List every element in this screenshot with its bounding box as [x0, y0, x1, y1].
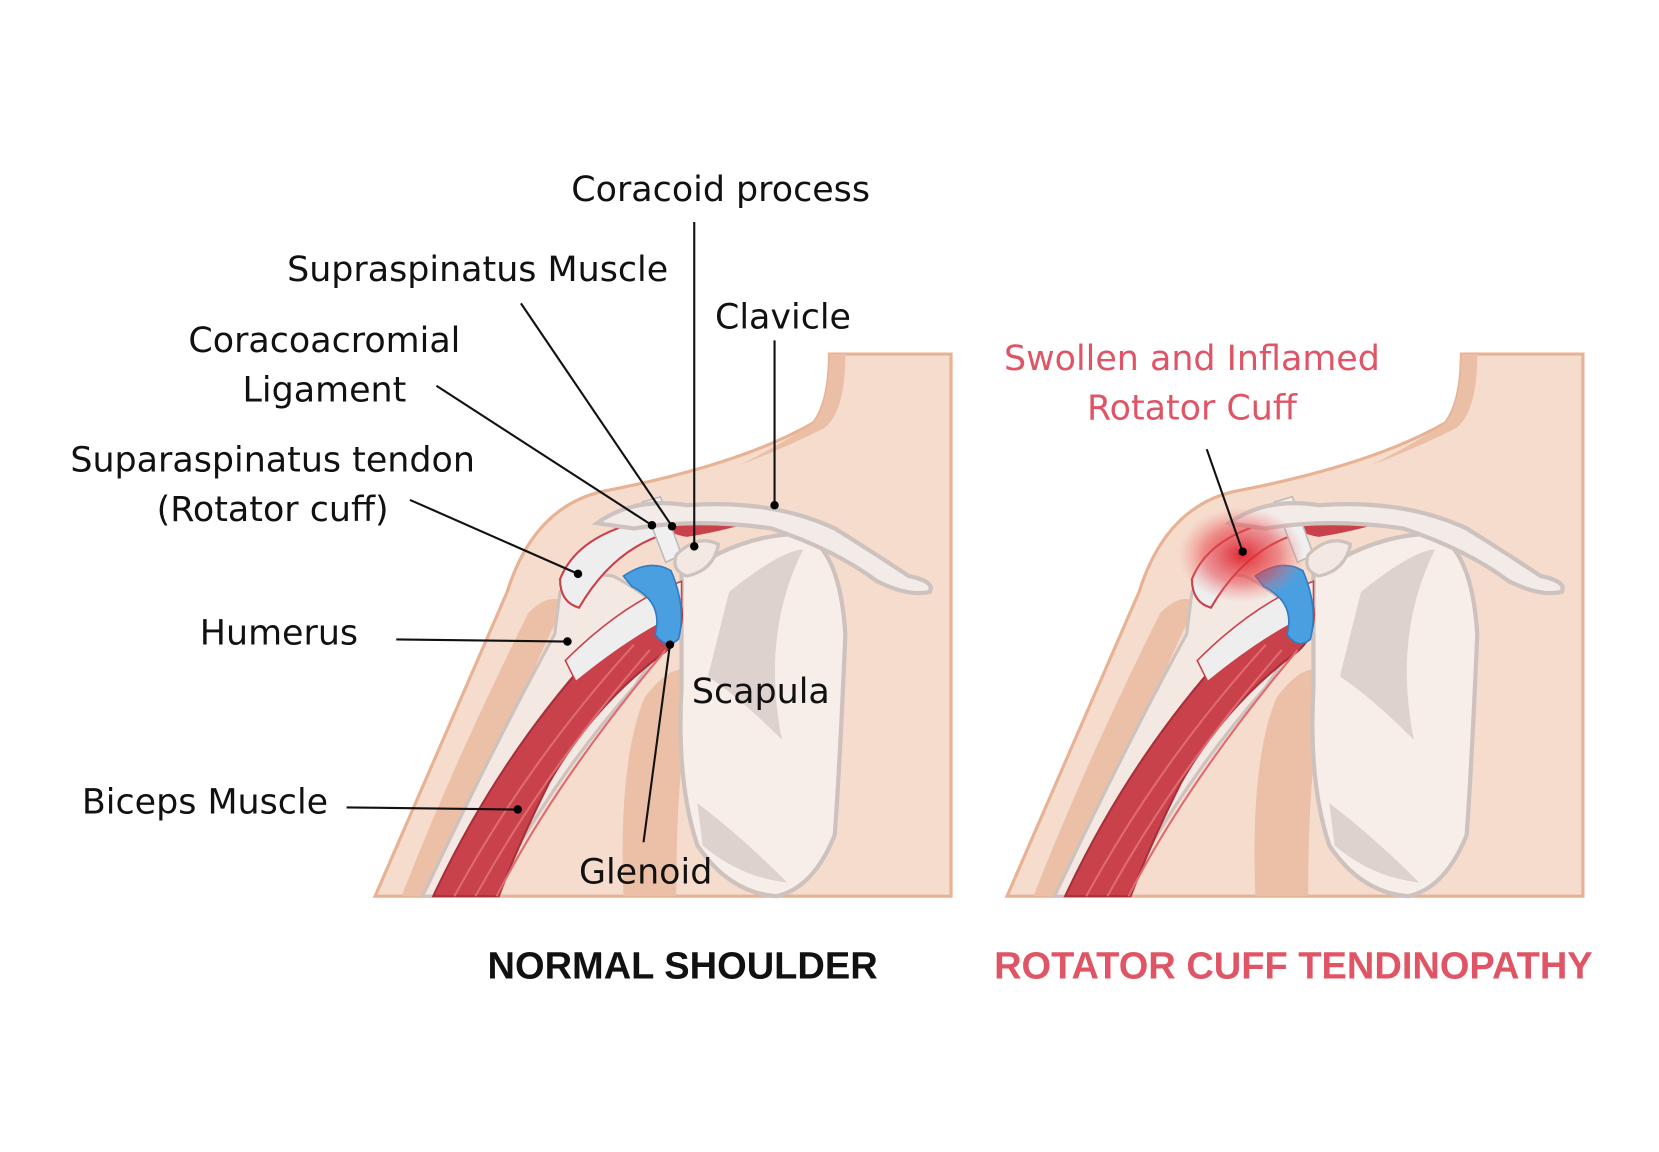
label-supraspinatus-muscle: Supraspinatus Muscle: [287, 250, 668, 290]
label-glenoid: Glenoid: [579, 852, 712, 892]
label-swollen-rotator-cuff: Rotator Cuff: [1087, 389, 1298, 429]
label-rotator-cuff: (Rotator cuff): [157, 490, 389, 530]
label-coracoacromial: Coracoacromial: [188, 321, 460, 361]
label-supraspinatus-tendon: Suparaspinatus tendon: [70, 440, 475, 480]
label-clavicle: Clavicle: [715, 298, 851, 338]
label-scapula: Scapula: [692, 672, 830, 712]
title-normal-shoulder: NORMAL SHOULDER: [488, 946, 878, 988]
normal-shoulder-illustration: [375, 354, 951, 896]
title-rotator-cuff-tendinopathy: ROTATOR CUFF TENDINOPATHY: [994, 946, 1593, 988]
label-ligament: Ligament: [243, 371, 407, 411]
label-coracoid-process: Coracoid process: [571, 170, 870, 210]
label-biceps-muscle: Biceps Muscle: [82, 783, 328, 823]
leader-lines: [346, 222, 1247, 843]
label-swollen-inflamed: Swollen and Inflamed: [1004, 339, 1380, 379]
label-humerus: Humerus: [200, 614, 358, 654]
tendinopathy-shoulder-illustration: [1007, 354, 1583, 896]
